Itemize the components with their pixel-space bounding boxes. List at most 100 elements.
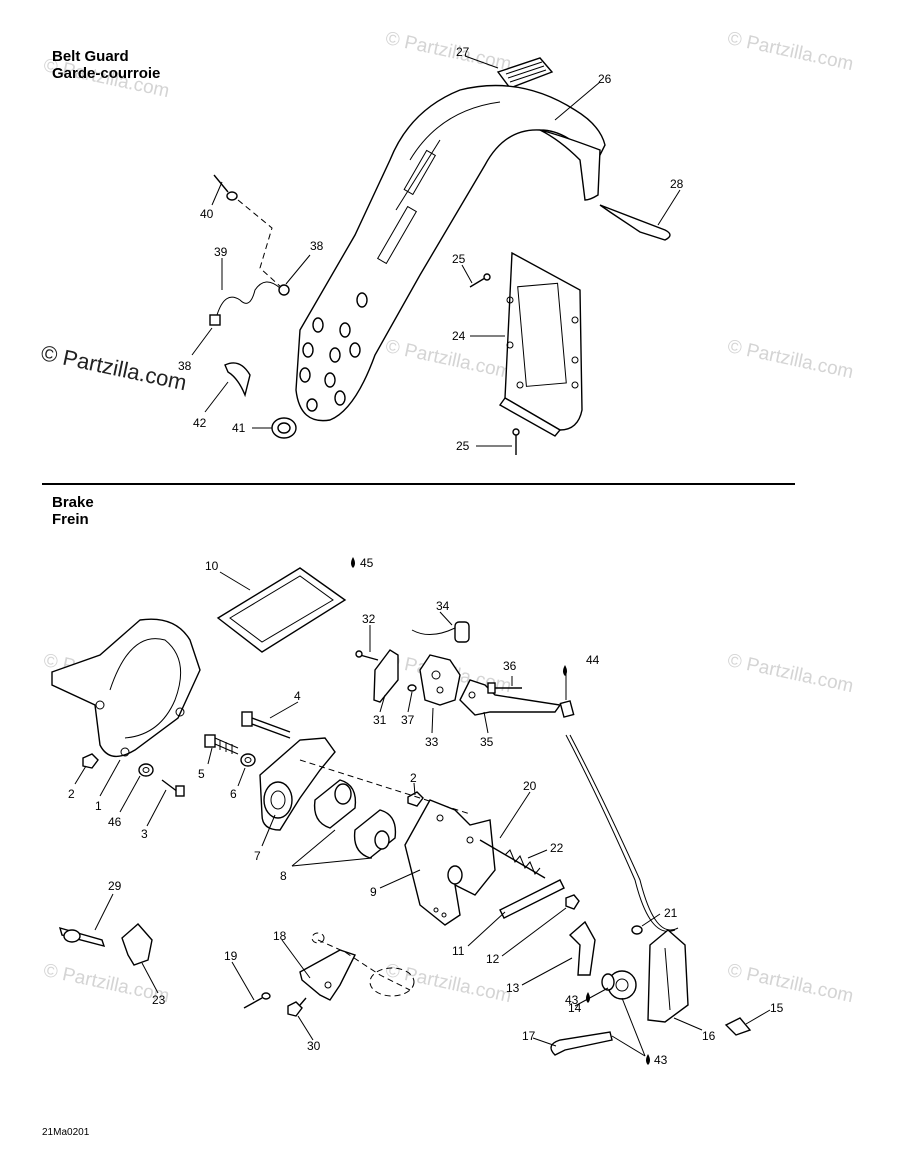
- callout-16: 16: [702, 1029, 716, 1043]
- part-12-nut: [565, 894, 580, 910]
- part-31-switch: [373, 649, 399, 703]
- callout-27: 27: [456, 45, 470, 59]
- callout-43: 43: [654, 1053, 668, 1067]
- callout-38: 38: [178, 359, 192, 373]
- part-23-clip: [121, 923, 153, 966]
- callout-32: 32: [362, 612, 376, 626]
- callout-31: 31: [373, 713, 387, 727]
- belt-guard-title-en: Belt Guard: [52, 48, 129, 65]
- part-38-nut: [209, 284, 290, 326]
- assembly-line: [317, 939, 411, 991]
- part-5-screw: [204, 734, 239, 755]
- part-30-bolt: [287, 997, 307, 1017]
- part-14-sprocket: [601, 970, 637, 1000]
- callout-4: 4: [294, 689, 301, 703]
- callout-8: 8: [280, 869, 287, 883]
- part-21-nut: [631, 925, 643, 935]
- part-11-plate: [499, 879, 565, 919]
- callout-30: 30: [307, 1039, 321, 1053]
- part-24-plate: [498, 251, 583, 437]
- part-37-washer: [407, 684, 417, 692]
- part-hidden-components: [311, 932, 415, 997]
- callout-36: 36: [503, 659, 517, 673]
- callout-24: 24: [452, 329, 466, 343]
- callout-2: 2: [410, 771, 417, 785]
- part-32-screw: [355, 650, 379, 661]
- part-22-spring: [479, 839, 546, 879]
- part-34-wire-harness: [411, 621, 470, 643]
- callout-41: 41: [232, 421, 246, 435]
- callout-22: 22: [550, 841, 564, 855]
- part-40-rivet: [213, 174, 238, 201]
- part-13-bracket: [568, 920, 596, 976]
- callout-12: 12: [486, 952, 500, 966]
- callout-35: 35: [480, 735, 494, 749]
- part-16-cable-bracket: [647, 929, 689, 1023]
- part-7-caliper-housing: [259, 737, 336, 831]
- callout-20: 20: [523, 779, 537, 793]
- part-27-decal: [496, 57, 554, 89]
- callout-15: 15: [770, 1001, 784, 1015]
- part-10-brake-pad: [216, 567, 347, 653]
- callout-25: 25: [456, 439, 470, 453]
- callout-38: 38: [310, 239, 324, 253]
- callout-39: 39: [214, 245, 228, 259]
- callout-28: 28: [670, 177, 684, 191]
- part-18-bracket: [299, 949, 356, 1001]
- section-divider: [42, 483, 795, 485]
- part-8-brake-puck: [313, 779, 397, 859]
- part-6-washer: [240, 753, 256, 767]
- callout-25: 25: [452, 252, 466, 266]
- callout-3: 3: [141, 827, 148, 841]
- callout-23: 23: [152, 993, 166, 1007]
- callout-34: 34: [436, 599, 450, 613]
- brake-title-fr: Frein: [52, 511, 89, 528]
- callout-11: 11: [452, 944, 465, 958]
- belt-guard-leaders: [191, 55, 681, 447]
- part-28-clip: [599, 204, 671, 241]
- part-42-clip: [224, 362, 251, 398]
- belt-guard-title-fr: Garde-courroie: [52, 65, 161, 82]
- callout-29: 29: [108, 879, 122, 893]
- callout-labels: 27 26 28 40 39 38 38 25 24 42 41 25 10 4…: [68, 45, 784, 1067]
- part-46-washer: [138, 763, 154, 777]
- part-35-brake-lever: [459, 679, 562, 716]
- callout-5: 5: [198, 767, 205, 781]
- part-1-bracket: [51, 618, 201, 758]
- callout-37: 37: [401, 713, 415, 727]
- assembly-line: [237, 199, 283, 289]
- callout-9: 9: [370, 885, 377, 899]
- callout-2: 2: [68, 787, 75, 801]
- callout-43: 43: [565, 993, 579, 1007]
- part-29-cable-tie: [58, 926, 106, 948]
- brake-leaders: [74, 571, 771, 1057]
- callout-13: 13: [506, 981, 520, 995]
- callout-42: 42: [193, 416, 207, 430]
- belt-guard-title: Belt Guard Garde-courroie: [52, 48, 160, 82]
- callout-1: 1: [95, 799, 102, 813]
- brake-title: Brake Frein: [52, 494, 94, 528]
- callout-14: 14: [568, 1001, 582, 1015]
- part-26-belt-guard: [295, 84, 606, 422]
- part-39-ground-wire: [216, 281, 281, 316]
- part-36-pin: [487, 682, 522, 694]
- part-25-fastener: [469, 273, 520, 455]
- part-9-lever-bracket: [404, 799, 496, 926]
- callout-26: 26: [598, 72, 612, 86]
- callout-21: 21: [664, 906, 678, 920]
- callout-7: 7: [254, 849, 261, 863]
- callout-45: 45: [360, 556, 374, 570]
- callout-33: 33: [425, 735, 439, 749]
- guard-holes: [299, 292, 368, 412]
- drawing-code: 21Ma0201: [42, 1127, 90, 1138]
- part-33-lever-housing: [419, 654, 461, 706]
- part-20-brake-cable: [559, 700, 679, 932]
- callout-46: 46: [108, 815, 122, 829]
- callout-17: 17: [522, 1029, 536, 1043]
- callout-40: 40: [200, 207, 214, 221]
- part-3-bolt: [161, 779, 185, 797]
- callout-10: 10: [205, 559, 219, 573]
- part-4-bolt: [241, 711, 291, 739]
- callout-44: 44: [586, 653, 600, 667]
